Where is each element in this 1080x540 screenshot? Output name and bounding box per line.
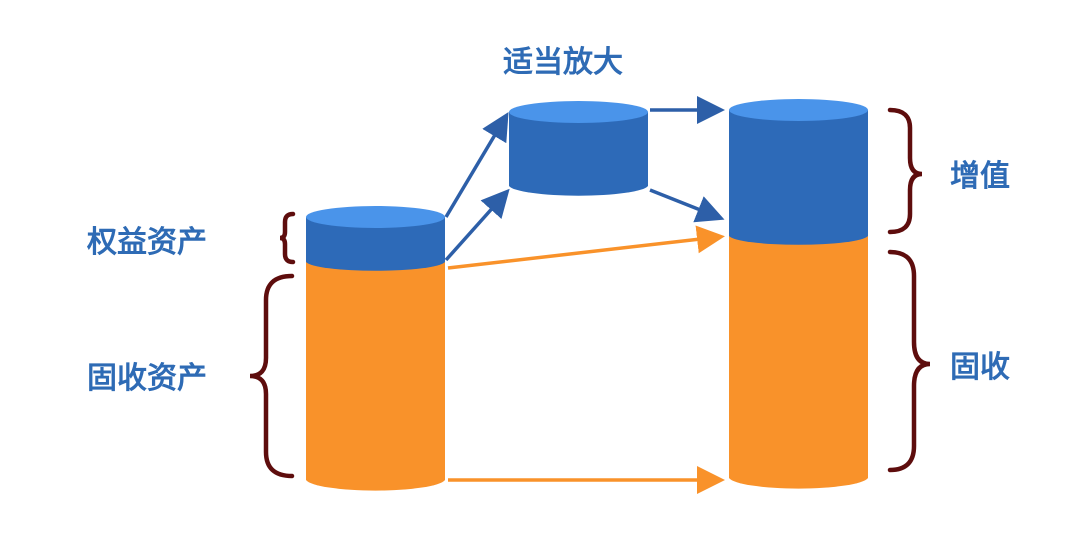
arrow-equity-to-amplify-bottom (444, 188, 510, 262)
label-equity-assets: 权益资产 (86, 225, 207, 260)
cylinder-top (306, 206, 445, 228)
bracket-fixed-income-icon (249, 273, 295, 479)
arrow-equity-to-amplify-top (444, 111, 509, 218)
bracket-appreciation-icon (887, 107, 923, 235)
right-cylinder (729, 99, 868, 489)
cylinder-top (509, 101, 648, 123)
appreciation-segment (729, 110, 868, 245)
bracket-equity-icon (279, 211, 296, 265)
equity-segment (306, 217, 445, 271)
label-fixed-income-assets: 固收资产 (87, 361, 207, 396)
amplified-segment (509, 112, 648, 196)
arrow-amplify-to-right-bottom (649, 188, 725, 223)
fixed-income-segment (729, 236, 868, 489)
middle-cylinder (509, 101, 648, 196)
bracket-fixed-income-right-icon (887, 249, 931, 473)
label-appreciation: 增值 (950, 159, 1010, 194)
fixed-income-segment (306, 262, 445, 491)
cylinder-top (729, 99, 868, 121)
label-fixed-income: 固收 (950, 350, 1010, 385)
label-amplify: 适当放大 (503, 45, 623, 80)
left-cylinder (306, 206, 445, 491)
arrow-fixed-top (447, 225, 725, 270)
